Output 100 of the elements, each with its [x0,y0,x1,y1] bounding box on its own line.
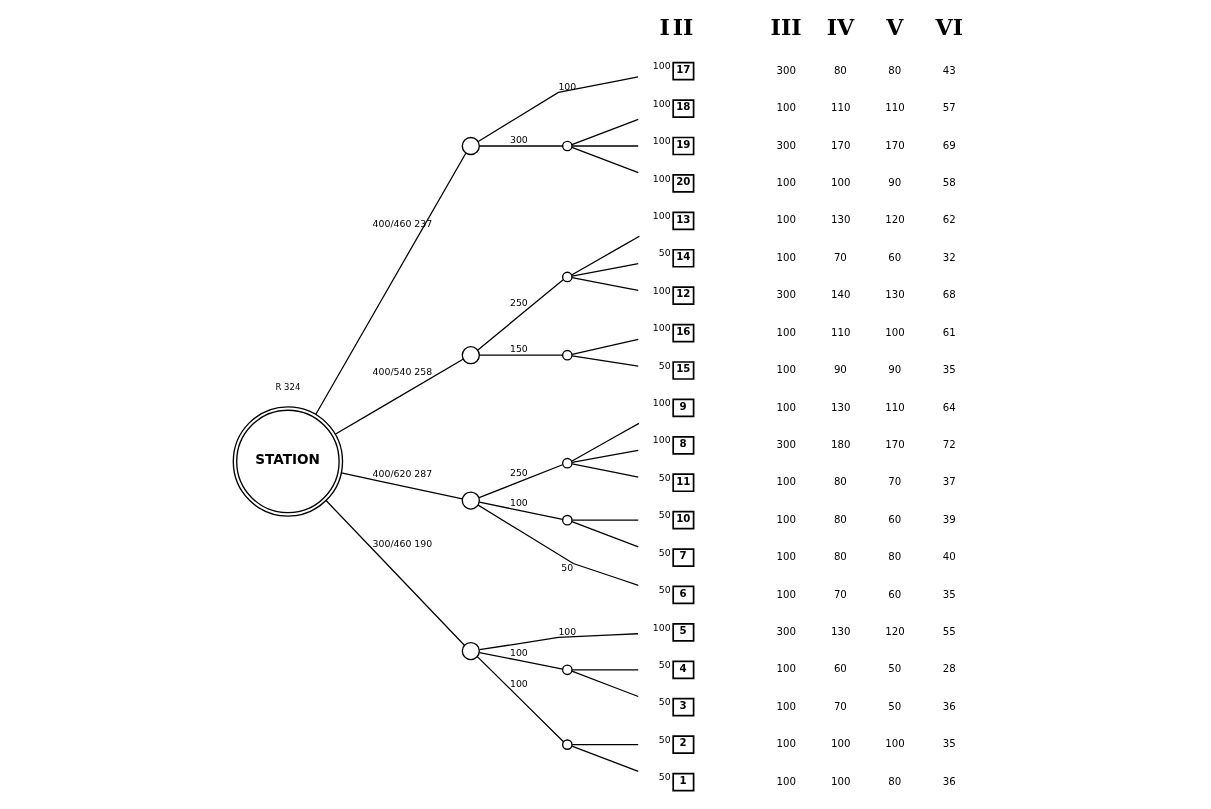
label: 120 [885,214,905,226]
label: 90 [833,364,847,376]
node-box: 19 [672,136,695,156]
node-label: 100 [652,284,671,296]
node-circle [561,140,573,152]
label: 80 [833,476,847,488]
label: 32 [942,251,956,263]
label: 300 [776,64,796,76]
label: R 324 [275,382,301,393]
node-label: 100 [652,397,671,409]
edge-label: 100 [558,625,577,637]
label: 100 [776,214,796,226]
label: 72 [942,438,956,450]
node-box: 13 [672,211,695,231]
label: 100 [830,177,851,189]
connector [571,118,639,146]
node-circle [461,641,480,661]
label: 100 [776,102,796,114]
label: V [886,13,904,40]
node-label: 50 [658,359,671,371]
node-box: 20 [672,174,695,193]
label: 35 [942,364,956,376]
label: 100 [776,364,796,376]
node-label: 50 [658,696,671,708]
label: 43 [942,64,956,76]
node-box: 11 [672,473,695,493]
node-box: 15 [672,361,695,380]
label: 55 [942,626,956,638]
label: 80 [833,513,847,525]
label: 80 [888,551,902,563]
node-box: 16 [672,323,695,343]
connector [571,338,639,355]
label: 28 [942,663,956,675]
connector [571,519,639,521]
label: 50 [888,663,902,675]
node-circle [461,346,480,365]
connector [571,744,639,746]
label: 300 [776,626,796,638]
label: 35 [942,588,956,600]
node-circle [561,739,573,750]
label: 130 [830,401,851,413]
connector [571,745,639,772]
label: 100 [776,326,796,338]
label: 62 [942,214,956,226]
connector [571,262,639,277]
label: 68 [942,289,956,301]
label: 36 [942,700,956,712]
connector [571,422,640,462]
connector [477,76,639,143]
edge-label: 150 [509,343,528,355]
label: 60 [888,513,902,525]
connector [571,463,639,478]
label: 61 [942,326,956,338]
label: 60 [888,251,902,263]
label: 40 [942,551,956,563]
label: 130 [830,626,851,638]
connector [478,145,564,147]
node-circle [561,664,573,676]
label: VI [935,13,963,40]
connector [478,354,564,356]
label: 80 [888,775,902,787]
node-circle [561,271,573,283]
label: 39 [942,513,956,525]
label: 50 [888,700,902,712]
node-label: 100 [652,209,671,221]
label: 140 [830,289,851,301]
label: 100 [885,326,905,338]
label: 80 [833,64,847,76]
node-label: 50 [658,584,671,596]
node-box: 8 [672,435,695,455]
label: 110 [885,401,905,413]
label: I [659,13,670,40]
label: 100 [776,551,796,563]
label: 120 [885,626,905,638]
connector [571,449,639,464]
node-label: 100 [652,434,671,446]
label: 80 [833,551,847,563]
node-label: 100 [652,322,671,334]
connector [315,152,467,415]
label: 170 [885,139,905,151]
node-box: 17 [672,61,695,81]
label: 57 [942,102,956,114]
connector [478,464,564,499]
node-box: 5 [672,623,695,642]
node-circle [461,136,480,156]
connector [571,145,639,147]
node-circle [561,514,573,526]
connector [476,656,565,743]
label: 130 [885,289,905,301]
label: 100 [776,700,796,712]
node-circle [461,491,480,510]
label: 100 [830,738,851,750]
label: 100 [776,513,796,525]
node-box: 7 [672,548,695,567]
label: 100 [776,401,796,413]
label: 60 [888,588,902,600]
label: 100 [776,177,796,189]
edge-label: 50 [561,561,574,573]
node-box: 4 [672,660,695,680]
connector [571,235,641,276]
